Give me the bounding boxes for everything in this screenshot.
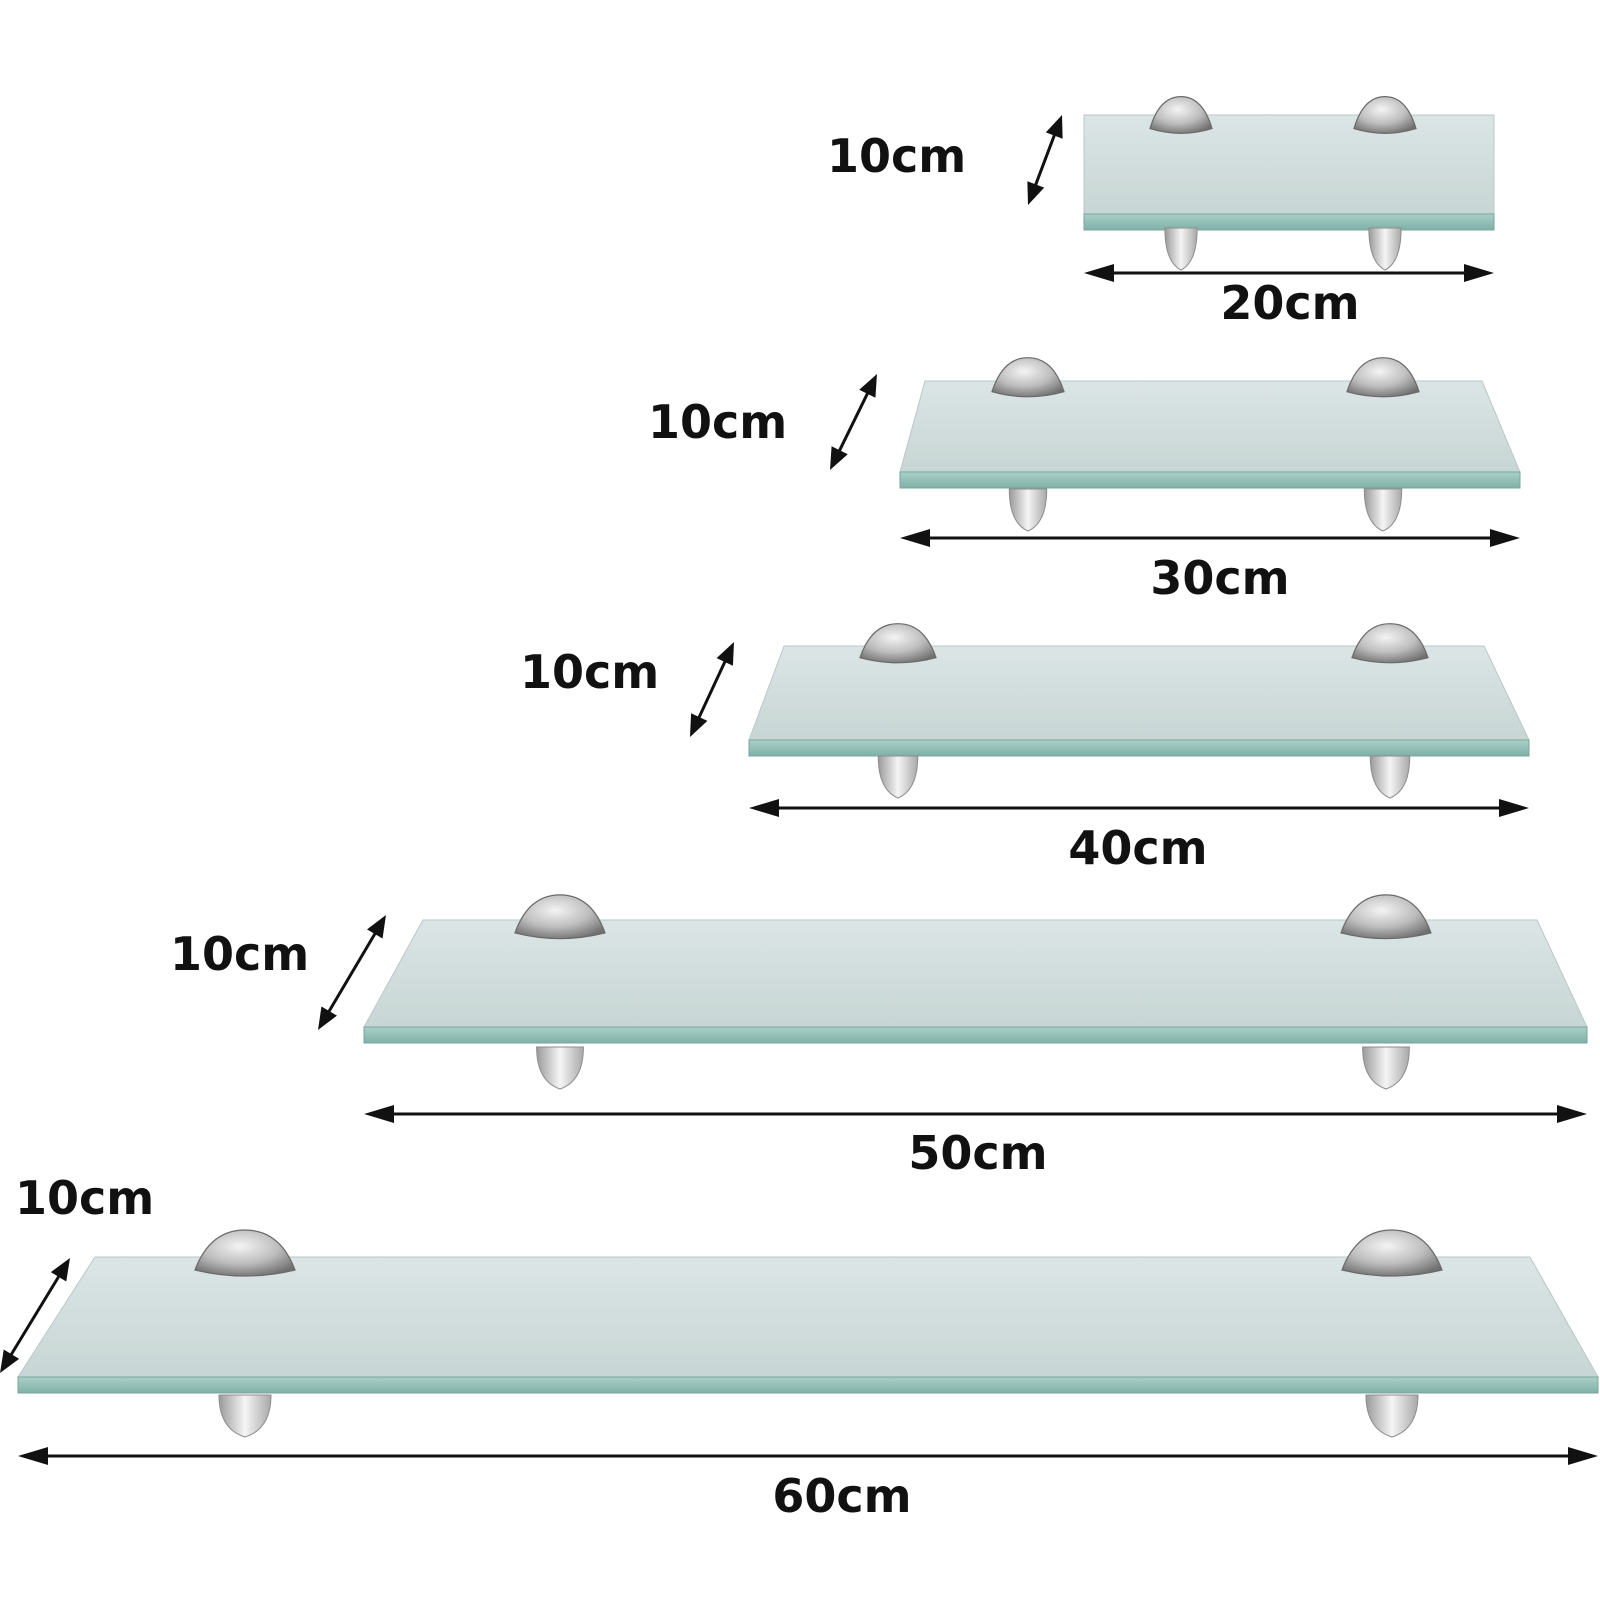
chrome-bracket-icon: [1369, 755, 1411, 799]
depth-arrow-head-start: [716, 642, 734, 666]
glass-shelf-edge: [899, 471, 1521, 489]
width-arrow-head-end: [1499, 799, 1529, 817]
chrome-bracket-icon: [877, 755, 919, 799]
chrome-bracket-icon: [1164, 227, 1198, 271]
width-arrow-icon: [749, 799, 1529, 817]
depth-arrow-head-end: [318, 1006, 337, 1030]
bracket-left: [859, 623, 937, 799]
depth-arrow-shaft: [696, 657, 728, 722]
depth-arrow-shaft: [8, 1272, 62, 1359]
chrome-cap-icon: [859, 623, 937, 664]
width-arrow-head-end: [1568, 1447, 1598, 1465]
depth-arrow-head-end: [1027, 181, 1045, 205]
depth-arrow-head-start: [859, 374, 877, 398]
chrome-cap-icon: [1149, 95, 1213, 134]
chrome-cap-icon: [194, 1229, 296, 1277]
depth-arrow-head-start: [50, 1258, 70, 1282]
depth-arrow-icon: [690, 642, 734, 737]
width-arrow-head-start: [900, 529, 930, 547]
width-arrow-head-start: [364, 1105, 394, 1123]
depth-label: 10cm: [648, 395, 787, 449]
chrome-bracket-icon: [1362, 1046, 1410, 1090]
chrome-bracket-icon: [1363, 488, 1403, 532]
depth-arrow-icon: [0, 1258, 70, 1373]
bracket-right: [1341, 1229, 1443, 1438]
bracket-right: [1346, 357, 1420, 532]
bracket-left: [991, 357, 1065, 532]
depth-label: 10cm: [827, 129, 966, 183]
chrome-cap-icon: [1341, 1229, 1443, 1277]
depth-arrow-icon: [318, 915, 386, 1030]
shelf-40: 10cm 40cm: [520, 623, 1530, 875]
width-label: 20cm: [1220, 276, 1359, 330]
depth-arrow-head-end: [690, 713, 708, 737]
shelf-50: 10cm 50cm: [170, 894, 1588, 1180]
width-arrow-head-start: [749, 799, 779, 817]
width-label: 40cm: [1068, 821, 1207, 875]
width-arrow-head-end: [1557, 1105, 1587, 1123]
chrome-bracket-icon: [1365, 1394, 1419, 1438]
depth-arrow-head-end: [830, 446, 848, 470]
chrome-cap-icon: [1353, 95, 1417, 134]
depth-label: 10cm: [170, 927, 309, 981]
shelf-60: 10cm 60cm: [0, 1171, 1599, 1523]
width-label: 60cm: [772, 1469, 911, 1523]
bracket-right: [1351, 623, 1429, 799]
bracket-left: [514, 894, 606, 1090]
width-arrow-icon: [18, 1447, 1598, 1465]
chrome-bracket-icon: [1008, 488, 1048, 532]
width-arrow-icon: [1084, 264, 1494, 282]
glass-shelf-edge: [17, 1376, 1599, 1394]
shelf-20: 10cm 20cm: [827, 95, 1495, 330]
glass-shelf-edge: [748, 739, 1530, 757]
depth-arrow-icon: [1027, 115, 1063, 205]
chrome-cap-icon: [1340, 894, 1432, 940]
depth-arrow-shaft: [325, 929, 379, 1016]
bracket-right: [1353, 95, 1417, 271]
chrome-cap-icon: [514, 894, 606, 940]
glass-shelf-top: [1083, 114, 1495, 215]
glass-shelf-top: [899, 380, 1521, 473]
width-label: 30cm: [1150, 551, 1289, 605]
bracket-left: [194, 1229, 296, 1438]
depth-arrow-head-end: [0, 1349, 20, 1373]
chrome-cap-icon: [1351, 623, 1429, 664]
width-arrow-head-end: [1490, 529, 1520, 547]
chrome-bracket-icon: [1368, 227, 1402, 271]
width-arrow-icon: [900, 529, 1520, 547]
width-arrow-head-start: [1084, 264, 1114, 282]
depth-arrow-shaft: [836, 389, 871, 455]
chrome-bracket-icon: [536, 1046, 584, 1090]
width-arrow-head-end: [1464, 264, 1494, 282]
glass-shelf-edge: [1083, 213, 1495, 231]
depth-label: 10cm: [15, 1171, 154, 1225]
chrome-cap-icon: [991, 357, 1065, 398]
bracket-left: [1149, 95, 1213, 271]
glass-shelf-edge: [363, 1026, 1588, 1044]
width-label: 50cm: [908, 1126, 1047, 1180]
depth-label: 10cm: [520, 645, 659, 699]
depth-arrow-head-start: [367, 915, 386, 939]
depth-arrow-head-start: [1045, 115, 1063, 139]
depth-arrow-shaft: [1032, 131, 1058, 189]
chrome-cap-icon: [1346, 357, 1420, 398]
shelf-30: 10cm 30cm: [648, 357, 1521, 605]
width-arrow-head-start: [18, 1447, 48, 1465]
chrome-bracket-icon: [218, 1394, 272, 1438]
shelves-layer: 10cm 20cm 10cm 30cm 10cm 40cm 10cm 50cm 10cm 60cm: [0, 95, 1599, 1523]
width-arrow-icon: [364, 1105, 1587, 1123]
depth-arrow-icon: [830, 374, 877, 470]
bracket-right: [1340, 894, 1432, 1090]
